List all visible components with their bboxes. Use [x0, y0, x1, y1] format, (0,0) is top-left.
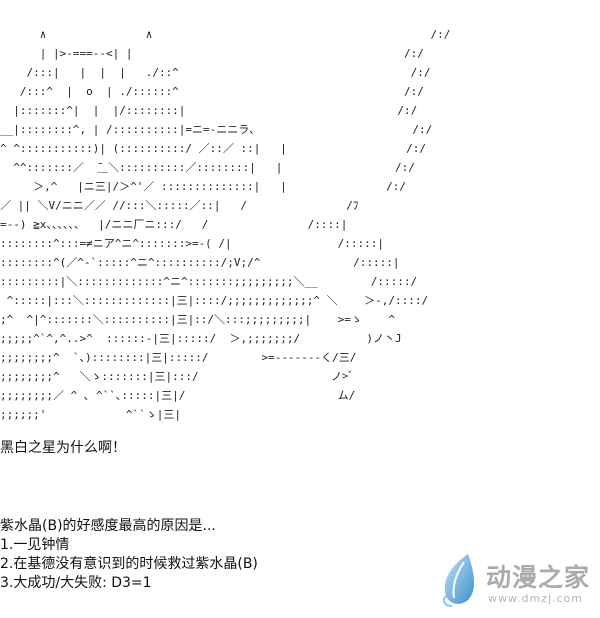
ascii-art-line: ;;;;;;;;^ `、)::::::::|三|:::::/ >=-------…: [0, 351, 357, 364]
option-2: 2.在基德没有意识到的时候救过紫水晶(B): [0, 556, 258, 572]
site-watermark: 动漫之家 www.dmzj.com: [438, 552, 598, 610]
watermark-url: www.dmzj.com: [488, 592, 583, 605]
ascii-art-line: ;;;;;;;;／ ^ ､ ^``､:::::|三|/ ム/: [0, 389, 356, 402]
question-text: 黑白之星为什么啊！: [0, 440, 126, 456]
ascii-art-line: ::::::::^:::=≠ニア^ニ^:::::::>=-( /| /:::::…: [0, 237, 384, 250]
ascii-art-line: /:::^ | o | ./::::::^ /:/: [0, 85, 424, 98]
ascii-art-line: __|::::::::^, | /::::::::::|=ニ=-ニニラ、 /:/: [0, 123, 433, 136]
ascii-art-illustration: ∧ ∧ /:/ | |>-===--<| | /:/ /:::| | | | .…: [0, 28, 600, 448]
ascii-art-line: ／ || ＼V/ニニ／／ //:::＼:::::／::| / /ﾌ: [0, 199, 359, 212]
ascii-art-line: ^ ^:::::::::::)| (::::::::::/ ／::／ ::| |…: [0, 142, 426, 155]
ascii-art-line: ∧ ∧ /:/: [0, 28, 451, 41]
ascii-art-line: ;;;;;;;;^ ＼ゝ:::::::|三|:::/ ノ>ﾞ: [0, 370, 354, 383]
ascii-art-line: |:::::::^| | |/::::::::| /:/: [0, 104, 418, 117]
ascii-art-line: =--) ≧x、、、、、、 |/ニニ厂ニ:::/ / /::::|: [0, 218, 348, 231]
ascii-art-line: ::::::::^(／^-`:::::^ニ^::::::::::/;V;/^ /…: [0, 256, 400, 269]
ascii-art-line: /:::| | | | ./::^ /:/: [0, 66, 431, 79]
option-3: 3.大成功/大失败: D3=1: [0, 575, 152, 591]
ascii-art-line: ;;;;;^`^,^..>^ ::::::-|三|:::::/ ＞,;;;;;;…: [0, 332, 402, 345]
option-1: 1.一见钟情: [0, 537, 70, 553]
ascii-art-line: :::::::::|＼:::::::::::::^ニ^:::::::;;;;;;…: [0, 275, 418, 288]
choice-prompt: 紫水晶(B)的好感度最高的原因是...: [0, 518, 216, 534]
ascii-art-line: ;;;;;;' ^``ゝ|三|: [0, 408, 181, 421]
ascii-art-line: ^:::::|:::＼:::::::::::::|三|::::/;;;;;;;;…: [0, 294, 429, 307]
watermark-brand: 动漫之家: [486, 563, 591, 592]
feather-drop-logo-icon: [443, 554, 474, 607]
ascii-art-line: ^^:::::::／ ̄＿＼::::::::::／::::::::| | /:/: [0, 161, 415, 174]
ascii-art-line: ;^ ^|^:::::::＼::::::::::|三|::/＼:::;;;;;;…: [0, 313, 395, 326]
ascii-art-line: | |>-===--<| | /:/: [0, 47, 424, 60]
ascii-art-line: ＞,^ |ニ三|/＞^'／ ::::::::::::::| | /:/: [0, 180, 406, 193]
